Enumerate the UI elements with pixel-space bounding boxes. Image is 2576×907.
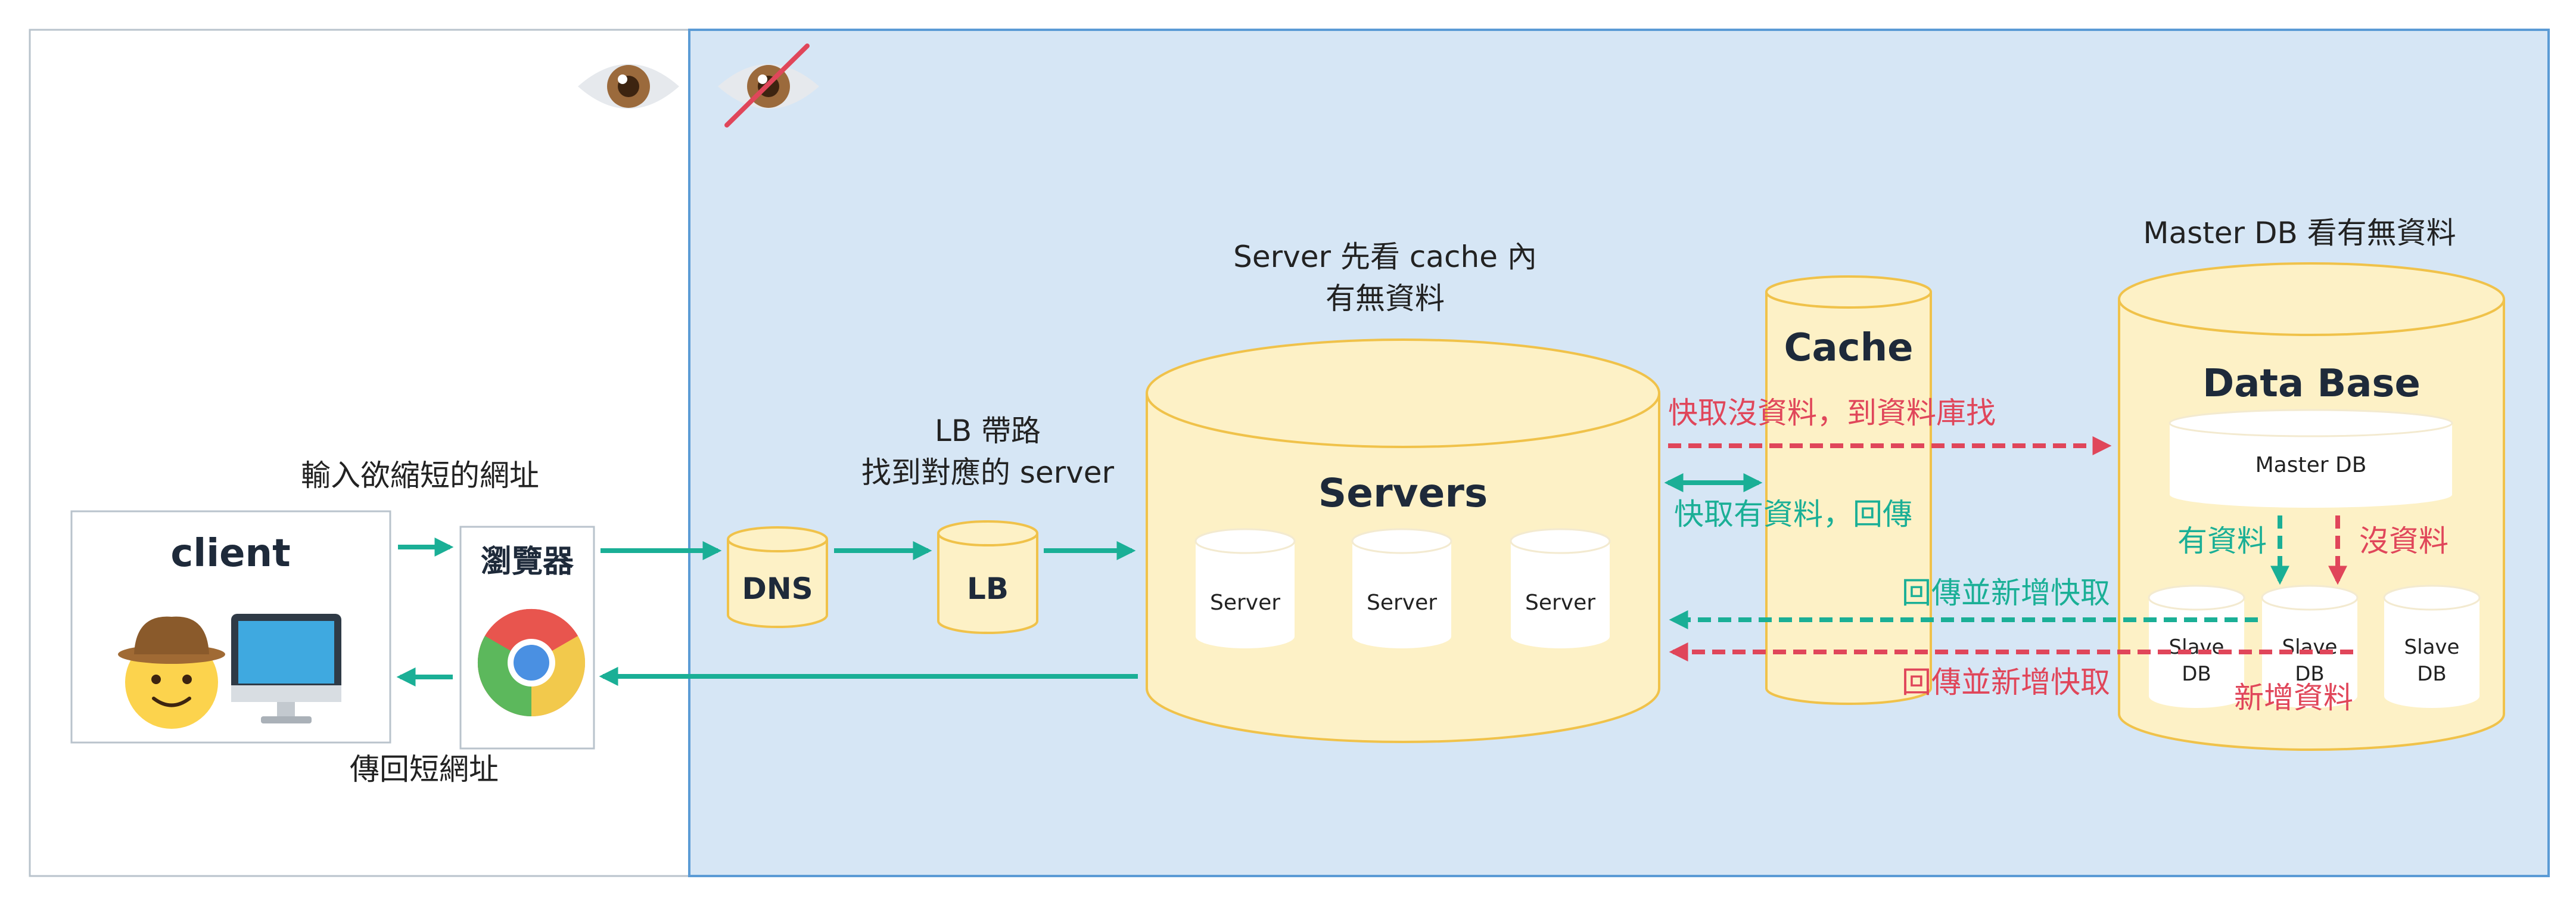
desktop-monitor-icon bbox=[231, 614, 341, 723]
return-short-url-label: 傳回短網址 bbox=[350, 752, 499, 787]
slave-db-3-label-b: DB bbox=[2417, 662, 2447, 686]
server-instance-1 bbox=[1194, 528, 1296, 648]
server-label-2: Server bbox=[1367, 591, 1437, 615]
client-label: client bbox=[170, 532, 290, 576]
return-add-cache-label-2: 回傳並新增快取 bbox=[1902, 665, 2110, 700]
cache-miss-label: 快取沒資料，到資料庫找 bbox=[1668, 396, 1996, 430]
slave-db-3 bbox=[2383, 585, 2481, 708]
lb-label: LB bbox=[967, 571, 1009, 606]
master-db-label: Master DB bbox=[2255, 453, 2367, 477]
slave-db-2-label-b: DB bbox=[2295, 662, 2325, 686]
cowboy-face-icon bbox=[118, 616, 225, 729]
cache-hit-label: 快取有資料，回傳 bbox=[1674, 497, 1912, 532]
server-note-line1: Server 先看 cache 內 bbox=[1233, 240, 1537, 274]
slave-db-3-label-a: Slave bbox=[2404, 635, 2460, 659]
browser-label: 瀏覽器 bbox=[481, 544, 574, 580]
eye-icon bbox=[578, 64, 679, 109]
servers-title: Servers bbox=[1318, 470, 1488, 516]
has-data-label: 有資料 bbox=[2177, 524, 2267, 558]
cache-node bbox=[1765, 275, 1932, 705]
dns-label: DNS bbox=[742, 571, 813, 606]
server-instance-3 bbox=[1510, 528, 1611, 648]
input-short-url-label: 輸入欲縮短的網址 bbox=[301, 458, 539, 493]
master-db-node bbox=[2169, 409, 2453, 508]
server-label-3: Server bbox=[1525, 591, 1595, 615]
return-add-cache-label-1: 回傳並新增快取 bbox=[1902, 576, 2110, 610]
cache-title: Cache bbox=[1784, 326, 1913, 370]
master-check-label: Master DB 看有無資料 bbox=[2143, 216, 2456, 250]
no-data-label: 沒資料 bbox=[2359, 524, 2449, 558]
eye-crossed-icon bbox=[718, 44, 819, 128]
lb-note-line1: LB 帶路 bbox=[935, 414, 1041, 448]
add-data-label: 新增資料 bbox=[2234, 681, 2353, 715]
slave-db-1-label-b: DB bbox=[2182, 662, 2211, 686]
slave-db-1 bbox=[2148, 585, 2245, 708]
slave-db-1-label-a: Slave bbox=[2169, 635, 2225, 659]
lb-note-line2: 找到對應的 server bbox=[861, 455, 1115, 490]
server-note-line2: 有無資料 bbox=[1326, 281, 1445, 316]
slave-db-2-label-a: Slave bbox=[2282, 635, 2338, 659]
server-instance-2 bbox=[1351, 528, 1452, 648]
database-title: Data Base bbox=[2202, 362, 2421, 406]
dns-node bbox=[727, 526, 828, 628]
lb-node bbox=[937, 520, 1038, 634]
server-label-1: Server bbox=[1210, 591, 1280, 615]
chrome-icon bbox=[477, 608, 586, 716]
